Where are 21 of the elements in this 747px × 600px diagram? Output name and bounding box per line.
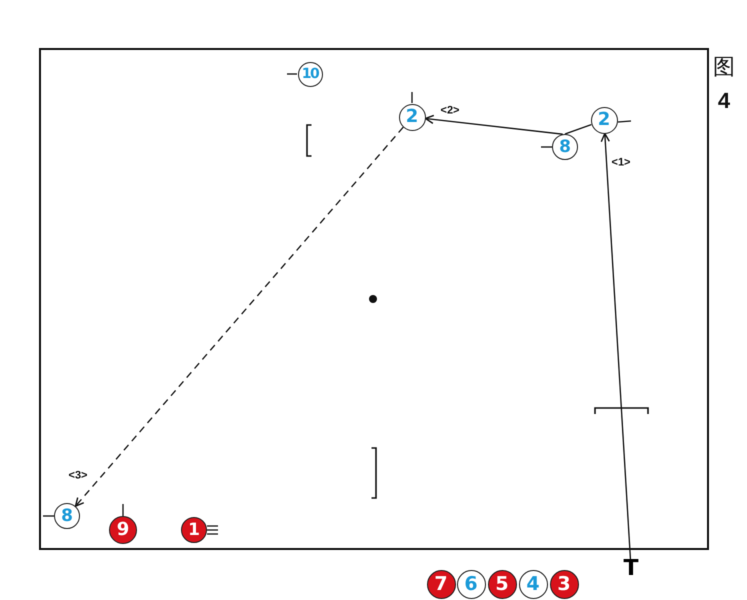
player-marker: 6 xyxy=(456,570,486,598)
player-marker: 3 xyxy=(550,570,578,598)
marker-label: T xyxy=(620,560,642,578)
connector-line xyxy=(564,124,592,135)
player-marker: 2 xyxy=(398,104,426,130)
player-marker: 8 xyxy=(54,503,80,529)
player-marker: 2 xyxy=(590,106,618,134)
player-marker: 10 xyxy=(298,62,322,86)
player-marker: 4 xyxy=(518,570,548,598)
player-marker: 7 xyxy=(426,570,456,598)
arrow xyxy=(600,132,632,560)
player-marker: 5 xyxy=(488,570,516,598)
dashed-arrow xyxy=(74,126,404,507)
figure-number: 图4 xyxy=(713,53,735,116)
player-marker: 1 xyxy=(181,517,207,543)
player-marker: 8 xyxy=(552,134,578,160)
arrow xyxy=(424,114,563,135)
edge-label: <1> xyxy=(610,158,632,168)
edge-label: <3> xyxy=(68,470,88,482)
edge-label: <2> xyxy=(440,106,460,116)
player-marker: 9 xyxy=(109,516,137,544)
